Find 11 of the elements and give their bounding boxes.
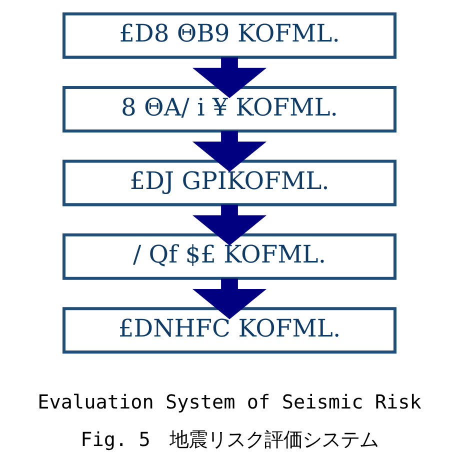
node-box: £DNHFC KOFML.: [62, 306, 396, 354]
node-box: / Qf $£ KOFML.: [62, 232, 396, 280]
arrow: [192, 278, 266, 319]
arrow: [192, 130, 266, 172]
label: Evaluation System of Seismic Risk: [37, 390, 421, 414]
node-box: 8 ΘA/ i ¥ KOFML.: [62, 86, 396, 132]
caption: Fig. 5 地震リスク評価システム: [80, 428, 378, 451]
node-box: £D8 ΘB9 KOFML.: [62, 12, 396, 58]
node-box: £DJ GPIKOFML.: [62, 159, 396, 206]
arrow: [192, 56, 266, 98]
arrow: [192, 204, 266, 246]
